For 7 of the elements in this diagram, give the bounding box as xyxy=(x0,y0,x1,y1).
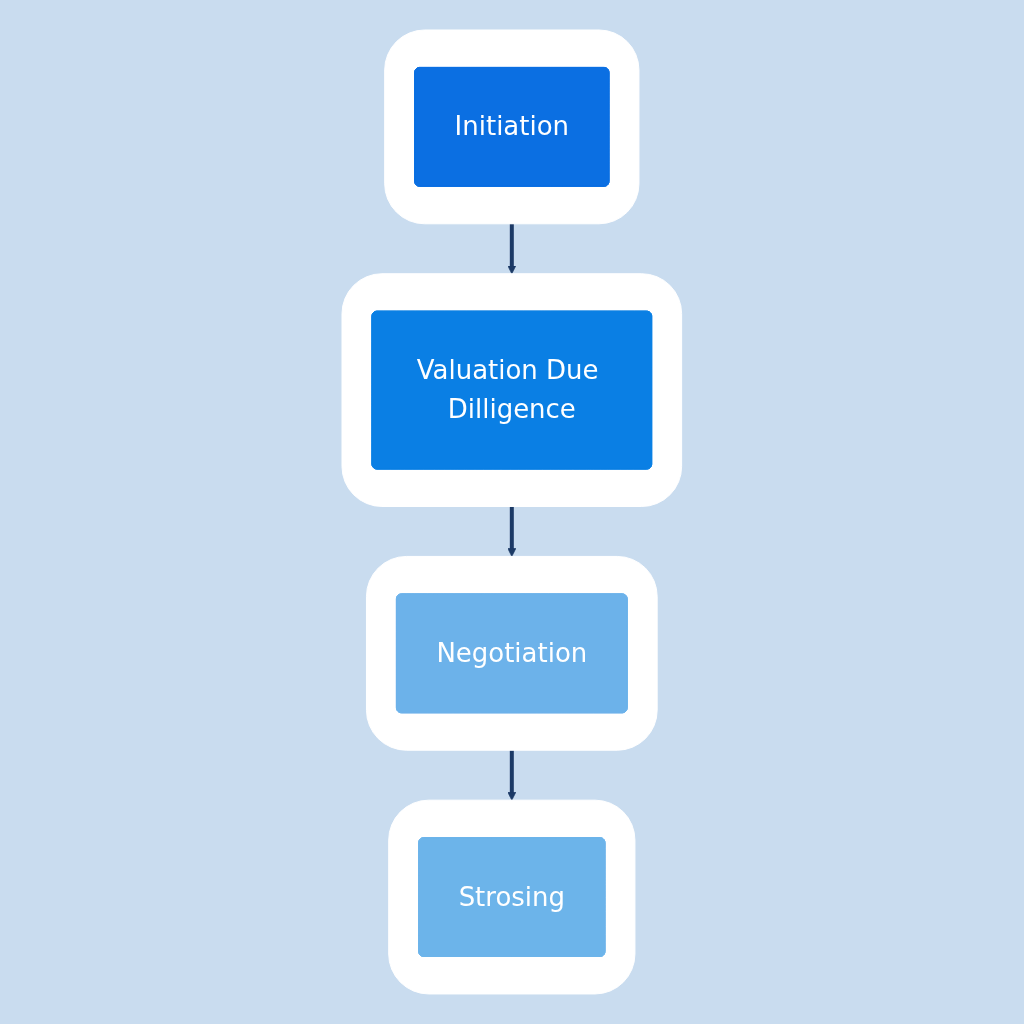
cluster xyxy=(366,555,658,751)
arrow xyxy=(507,223,517,275)
cluster xyxy=(388,799,636,995)
arrow xyxy=(507,750,517,801)
arrow xyxy=(507,506,517,557)
cluster xyxy=(384,29,640,225)
cluster xyxy=(341,273,683,507)
